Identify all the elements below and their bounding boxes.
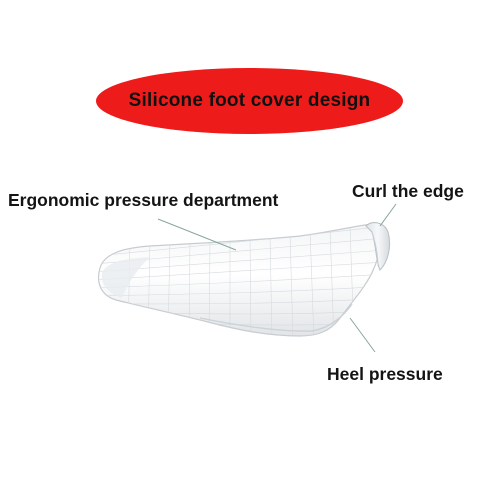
callout-ergonomic-pressure: Ergonomic pressure department (8, 190, 279, 210)
banner-title: Silicone foot cover design (128, 90, 371, 111)
title-banner (96, 68, 403, 134)
leader-heel (349, 317, 376, 353)
curled-edge (365, 222, 391, 271)
leader-ergonomic (157, 218, 237, 251)
leader-curl (379, 203, 397, 227)
callout-heel-pressure: Heel pressure (327, 364, 443, 384)
callout-curl-edge: Curl the edge (352, 181, 464, 201)
cover-body (97, 223, 379, 337)
